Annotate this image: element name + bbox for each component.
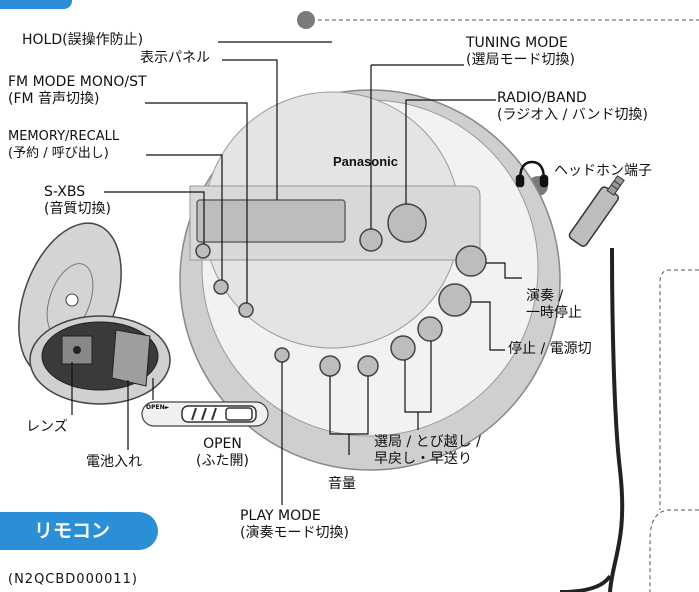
remote-section-tab: リモコン — [0, 512, 158, 550]
radio-band-button[interactable] — [387, 203, 427, 243]
memory-recall-button[interactable] — [213, 279, 229, 295]
leader-lines — [71, 41, 522, 505]
remote-outline-lower — [649, 509, 699, 592]
tuning-down-button[interactable] — [390, 335, 416, 361]
battery-compartment — [111, 329, 151, 387]
headphones-icon — [515, 160, 549, 188]
label-play-pause: 演奏 / 一時停止 — [526, 288, 582, 321]
tuning-mode-button[interactable] — [359, 228, 383, 252]
volume-up-button[interactable] — [357, 355, 379, 377]
model-code: (N2QCBD000011) — [8, 572, 139, 587]
label-hold: HOLD(誤操作防止) — [22, 32, 144, 48]
label-tuning-skip: 選局 / とび越し / 早戻し・早送り — [374, 434, 481, 467]
sxbs-button[interactable] — [195, 243, 211, 259]
section-tab-corner — [0, 0, 72, 9]
display-panel — [196, 199, 346, 243]
label-display-panel: 表示パネル — [140, 50, 210, 66]
open-switch-text: OPEN► — [146, 404, 170, 411]
headphone-cable — [608, 247, 625, 592]
label-fm-mode: FM MODE MONO/ST (FM 音声切換) — [8, 74, 147, 107]
headphone-plug — [568, 175, 625, 247]
label-memory-recall: MEMORY/RECALL (予約 / 呼び出し) — [8, 129, 120, 161]
remote-outline-upper — [659, 269, 699, 510]
label-stop: 停止 / 電源切 — [508, 341, 592, 357]
label-sxbs: S-XBS (音質切換) — [44, 184, 111, 217]
buttons[interactable] — [195, 203, 487, 377]
label-volume: 音量 — [328, 476, 356, 492]
label-play-mode: PLAY MODE (演奏モード切換) — [240, 508, 349, 541]
tuning-up-button[interactable] — [417, 316, 443, 342]
label-lens: レンズ — [26, 419, 68, 435]
label-open: OPEN (ふた開) — [196, 436, 249, 469]
open-mechanism — [29, 315, 171, 405]
top-indicator-dot — [297, 11, 315, 29]
remote-cable — [559, 574, 612, 592]
label-tuning-mode: TUNING MODE (選局モード切換) — [466, 35, 575, 68]
fm-mode-button[interactable] — [238, 302, 254, 318]
play-mode-button[interactable] — [274, 347, 290, 363]
label-headphone-jack: ヘッドホン端子 — [554, 163, 652, 179]
open-switch[interactable] — [141, 401, 269, 427]
play-pause-button[interactable] — [455, 245, 487, 277]
label-battery: 電池入れ — [86, 454, 142, 470]
volume-down-button[interactable] — [319, 355, 341, 377]
brand-logo: Panasonic — [333, 154, 399, 169]
stop-button[interactable] — [438, 283, 472, 317]
label-radio-band: RADIO/BAND (ラジオ入 / バンド切換) — [497, 90, 648, 123]
